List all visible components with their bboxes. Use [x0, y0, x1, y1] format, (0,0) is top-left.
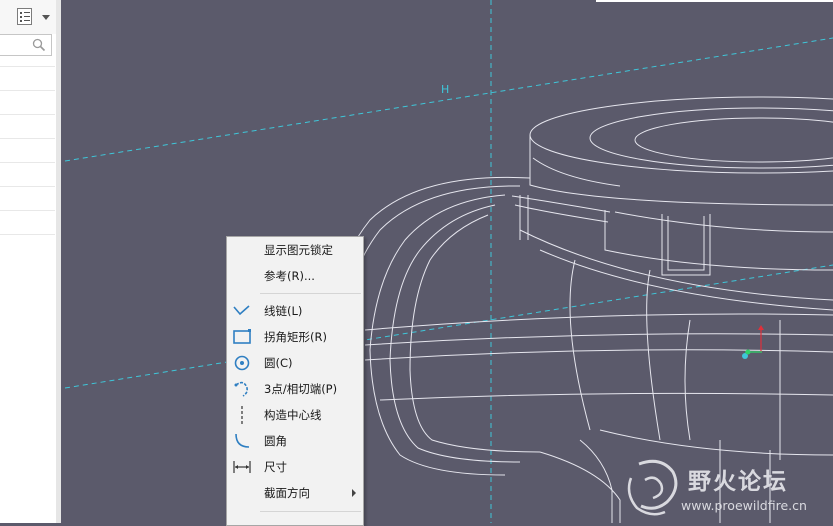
watermark-url: www.proewildfire.cn: [681, 498, 807, 513]
watermark-logo-icon: [627, 459, 678, 516]
top-edge-strip: [596, 0, 833, 2]
three-point-arc-icon: [234, 381, 248, 397]
menu-item-line-chain[interactable]: 线链(L): [227, 298, 363, 324]
tree-row[interactable]: [0, 234, 55, 235]
list-icon[interactable]: [17, 8, 32, 25]
watermark: 野火论坛 www.proewildfire.cn: [621, 458, 831, 522]
search-icon[interactable]: [32, 38, 46, 52]
menu-icon-column: [227, 237, 257, 525]
model-tree-panel: [0, 0, 57, 523]
menu-item-corner-rectangle[interactable]: 拐角矩形(R): [227, 324, 363, 350]
circle-icon: [234, 355, 250, 371]
chevron-right-icon: [352, 489, 356, 497]
menu-item-fillet[interactable]: 圆角: [227, 428, 363, 454]
dimension-icon: [233, 461, 251, 473]
line-chain-icon: [233, 305, 250, 316]
tree-row[interactable]: [0, 186, 55, 187]
wireframe-model[interactable]: [329, 96, 833, 523]
menu-separator: [260, 511, 361, 512]
menu-item-label: 构造中心线: [264, 408, 322, 422]
context-menu[interactable]: 显示图元锁定 参考(R)... 线链(L) 拐角矩形(R) 圆(C) 3点/相切…: [226, 236, 364, 526]
menu-item-label: 圆角: [264, 434, 287, 448]
vertical-reference-label: H: [441, 83, 449, 96]
menu-item-references[interactable]: 参考(R)...: [227, 263, 363, 289]
menu-item-label: 参考(R)...: [264, 269, 315, 283]
sketch-origin-icon: [742, 325, 764, 359]
menu-item-section-orientation[interactable]: 截面方向: [227, 480, 363, 506]
watermark-title: 野火论坛: [688, 469, 788, 495]
tree-row[interactable]: [0, 90, 55, 91]
graphics-window[interactable]: H: [61, 0, 833, 523]
sketch-centerlines[interactable]: [64, 0, 833, 523]
menu-item-three-point-arc[interactable]: 3点/相切端(P): [227, 376, 363, 402]
menu-item-label: 3点/相切端(P): [264, 382, 338, 396]
corner-rectangle-icon: [233, 329, 251, 344]
menu-separator: [260, 293, 361, 294]
panel-splitter[interactable]: [56, 0, 61, 523]
tree-row[interactable]: [0, 162, 55, 163]
menu-item-label: 截面方向: [264, 486, 310, 500]
tree-row[interactable]: [0, 114, 55, 115]
menu-item-show-entity-lock[interactable]: 显示图元锁定: [227, 237, 363, 263]
chevron-down-icon[interactable]: [42, 15, 50, 20]
menu-item-label: 圆(C): [264, 356, 293, 370]
search-input[interactable]: [0, 34, 52, 56]
tree-row[interactable]: [0, 66, 55, 67]
menu-item-label: 尺寸: [264, 460, 287, 474]
tree-row[interactable]: [0, 138, 55, 139]
panel-toolbar: [0, 0, 56, 34]
construction-centerline-icon: [241, 406, 243, 424]
menu-item-label: 线链(L): [264, 304, 303, 318]
menu-item-construction-centerline[interactable]: 构造中心线: [227, 402, 363, 428]
menu-item-label: 显示图元锁定: [264, 243, 333, 257]
menu-item-dimension[interactable]: 尺寸: [227, 454, 363, 480]
menu-item-label: 拐角矩形(R): [264, 330, 327, 344]
menu-item-circle[interactable]: 圆(C): [227, 350, 363, 376]
fillet-icon: [235, 433, 250, 448]
tree-row[interactable]: [0, 210, 55, 211]
